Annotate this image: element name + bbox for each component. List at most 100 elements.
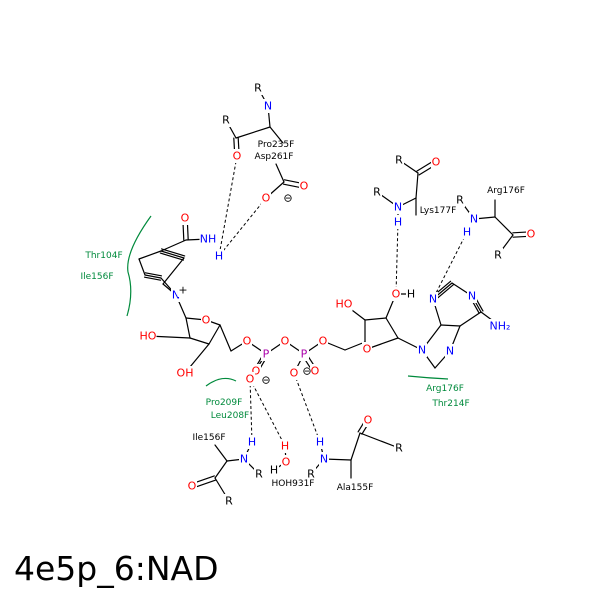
atom-N_ad1: N xyxy=(468,290,476,303)
atom-knockout xyxy=(263,99,273,113)
atom-N_pro235: N xyxy=(264,100,272,113)
bond-C2a-C3a xyxy=(364,317,387,321)
atom-O_aneg_charge: ⊖ xyxy=(261,374,270,387)
residue-label-Ile156F_left: Ile156F xyxy=(80,272,113,282)
atom-knockout xyxy=(180,211,190,225)
residue-label-Ala155F: Ala155F xyxy=(337,483,374,493)
atom-knockout xyxy=(242,334,252,348)
atom-O_bneg: O xyxy=(290,367,299,380)
atom-knockout xyxy=(406,287,416,301)
atom-O_ar: O xyxy=(363,343,372,356)
atom-knockout xyxy=(261,347,271,361)
hbond-O_aneg-H_hoh2 xyxy=(249,378,286,447)
atom-O_a5: O xyxy=(243,335,252,348)
atom-O_asp2: O xyxy=(300,180,309,193)
atom-O_bridge: O xyxy=(281,335,290,348)
hbond-H_arg-N_ad3 xyxy=(432,231,468,300)
atom-R_lys2: R xyxy=(373,186,381,199)
atom-O_pro235: O xyxy=(233,150,242,163)
atom-knockout xyxy=(445,344,455,358)
bond-Cile_a-Cile_c xyxy=(214,460,228,479)
atom-H_a2: H xyxy=(407,288,415,301)
bond-Cpy3-Cpyc xyxy=(160,250,185,259)
atom-H_hoh2: H xyxy=(281,440,289,453)
atom-knockout xyxy=(178,283,188,297)
bond-Cpy5-Cpy4 xyxy=(144,274,162,279)
atom-knockout xyxy=(318,334,328,348)
atom-R_lys1: R xyxy=(395,154,403,167)
atom-knockout xyxy=(201,313,211,327)
bond-Cpro_a-Cpro_c xyxy=(235,126,271,139)
residue-label-Pro209F: Pro209F xyxy=(206,398,243,408)
atom-O_asp1: O xyxy=(262,192,271,205)
atom-O_asp1_charge: ⊖ xyxy=(283,192,292,205)
atom-knockout xyxy=(299,179,309,193)
atom-H_lys: H xyxy=(394,216,402,229)
atom-knockout xyxy=(232,149,242,163)
bond-Cpy6-Cpy5 xyxy=(138,258,146,276)
atom-O_bneg_charge: ⊖ xyxy=(302,365,311,378)
hydrogen-bonds xyxy=(218,155,468,447)
atom-knockout xyxy=(335,297,353,311)
atom-O_aneg: O xyxy=(246,373,255,386)
residue-label-Ile156F: Ile156F xyxy=(192,433,225,443)
atom-OH_n2: HO xyxy=(140,330,157,343)
bond-Cpy2-Cpy3 xyxy=(162,257,185,285)
atom-O_beq: O xyxy=(311,365,320,378)
hydrophobic-arc-2 xyxy=(407,375,449,380)
atom-knockout xyxy=(394,441,404,455)
bond-Carg_a-Carg_c xyxy=(494,216,514,236)
atom-R_arg1: R xyxy=(456,194,464,207)
double-bond-Cpyc-Cpy3 xyxy=(159,252,184,261)
atom-knockout xyxy=(467,289,477,303)
atom-knockout xyxy=(253,81,263,95)
bond-Cala_c-R_ala2 xyxy=(359,432,400,449)
double-bond-Cpy5-Cpy4 xyxy=(143,276,162,281)
bond-C4n-C5n xyxy=(219,324,232,352)
atom-R_pro235a: R xyxy=(222,114,230,127)
bond-Clys_c-Clys_a xyxy=(415,172,419,199)
atom-R_pro235b: R xyxy=(254,82,262,95)
hbond-O_asp1-H_amide2 xyxy=(218,197,267,257)
atom-knockout xyxy=(261,191,271,205)
atom-OH_n3: OH xyxy=(177,367,194,380)
atom-knockout xyxy=(417,343,427,357)
atom-knockout xyxy=(310,364,320,378)
atom-knockout xyxy=(224,494,234,508)
bond-C1n-C2n xyxy=(185,317,191,339)
bond-Casp2-Casp xyxy=(275,163,285,183)
atom-knockout xyxy=(391,287,401,301)
atom-O_ala: O xyxy=(364,414,373,427)
atom-knockout xyxy=(176,366,194,380)
atom-N_lys: N xyxy=(394,201,402,214)
atom-H_hoh1: H xyxy=(270,464,278,477)
residue-label-Thr214F: Thr214F xyxy=(431,399,469,409)
atom-N_ad3: N xyxy=(429,293,437,306)
atom-H_ala: H xyxy=(316,436,324,449)
bond-Cad6-Cad5 xyxy=(459,311,482,327)
atom-H_ile: H xyxy=(248,436,256,449)
hbond-O_aneg-H_ile xyxy=(249,378,253,443)
atom-knockout xyxy=(187,479,197,493)
atom-N_ala: N xyxy=(320,453,328,466)
atom-O_ile: O xyxy=(188,480,197,493)
atom-N_arg: N xyxy=(470,213,478,226)
atom-O_amide: O xyxy=(181,212,190,225)
atom-P_b: P xyxy=(301,348,308,361)
bond-C1a-C2a xyxy=(385,317,399,339)
residue-label-Asp261F: Asp261F xyxy=(255,152,294,162)
atom-O_a2: O xyxy=(392,288,401,301)
atom-knockout xyxy=(431,155,441,169)
residue-label-Leu208F: Leu208F xyxy=(211,411,249,421)
atom-knockout xyxy=(214,249,224,263)
atom-knockout xyxy=(526,227,536,241)
atom-R_ala2: R xyxy=(395,442,403,455)
atom-knockout xyxy=(280,439,290,453)
atom-knockout xyxy=(469,212,479,226)
atom-R_arg2: R xyxy=(494,249,502,262)
double-bond-Cpyc-Cpy3 xyxy=(161,248,186,257)
hbond-H_lys-O_a2 xyxy=(395,221,399,295)
atom-knockout xyxy=(362,342,372,356)
atom-O_arg: O xyxy=(527,228,536,241)
